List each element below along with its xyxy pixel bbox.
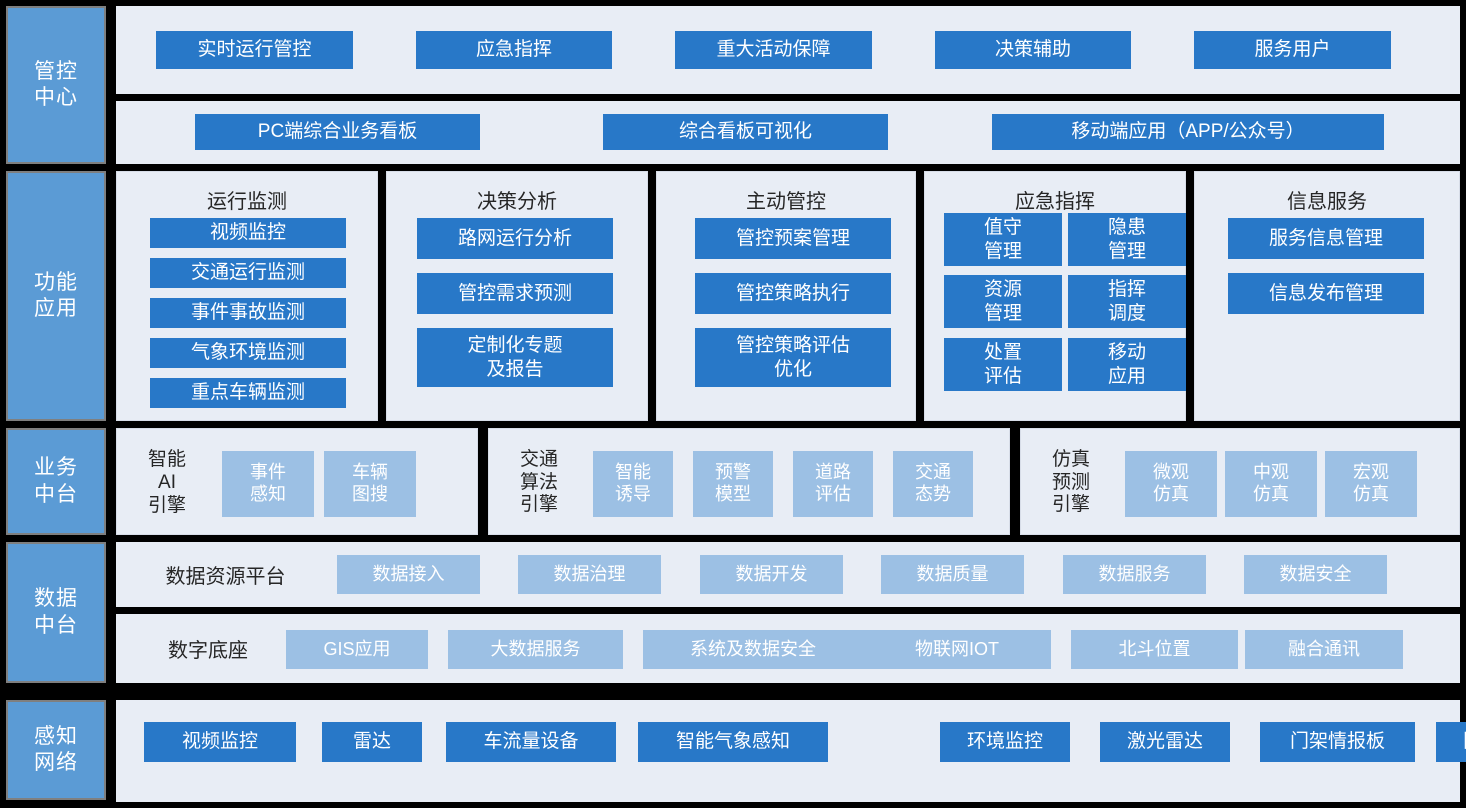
function-item[interactable]: 信息发布管理 <box>1228 273 1424 314</box>
control-center-item[interactable]: 实时运行管控 <box>156 31 353 69</box>
function-item[interactable]: 管控策略执行 <box>695 273 891 314</box>
data-item[interactable]: 大数据服务 <box>448 630 623 669</box>
data-item[interactable]: 数据安全 <box>1244 555 1387 594</box>
data-item[interactable]: 数据开发 <box>700 555 843 594</box>
data-row-name: 数据资源平台 <box>165 566 286 588</box>
function-item[interactable]: 资源 管理 <box>944 275 1062 328</box>
business-engine-item[interactable]: 事件 感知 <box>222 451 314 517</box>
function-item[interactable]: 气象环境监测 <box>150 338 346 368</box>
function-group-emergency-command: 应急指挥 值守 管理 隐患 管理 资源 管理 指挥 调度 处置 评估 移动 应用 <box>924 171 1186 421</box>
function-item[interactable]: 定制化专题 及报告 <box>417 328 613 387</box>
function-group-title: 主动管控 <box>746 191 826 213</box>
business-engine-simulation-prediction: 仿真 预测 引擎 微观 仿真 中观 仿真 宏观 仿真 <box>1020 428 1460 535</box>
data-item[interactable]: 北斗位置 <box>1071 630 1238 669</box>
data-item[interactable]: 数据接入 <box>337 555 480 594</box>
control-center-item[interactable]: 重大活动保障 <box>675 31 872 69</box>
control-center-item[interactable]: 服务用户 <box>1194 31 1391 69</box>
digital-base-panel: 数字底座 GIS应用 大数据服务 系统及数据安全 物联网IOT 北斗位置 融合通… <box>116 614 1460 683</box>
function-group-information-service: 信息服务 服务信息管理 信息发布管理 <box>1194 171 1460 421</box>
business-engine-item[interactable]: 道路 评估 <box>793 451 873 517</box>
data-item[interactable]: 数据服务 <box>1063 555 1206 594</box>
control-center-item[interactable]: 应急指挥 <box>416 31 612 69</box>
business-engine-item[interactable]: 智能 诱导 <box>593 451 673 517</box>
function-group-title: 信息服务 <box>1287 191 1367 213</box>
function-item[interactable]: 管控需求预测 <box>417 273 613 314</box>
perception-item[interactable]: 车流量设备 <box>446 722 616 762</box>
business-engine-ai: 智能 AI 引擎 事件 感知 车辆 图搜 <box>116 428 478 535</box>
business-engine-item[interactable]: 中观 仿真 <box>1225 451 1317 517</box>
data-row-name: 数字底座 <box>168 640 248 662</box>
perception-network-panel: 视频监控 雷达 车流量设备 智能气象感知 环境监控 激光雷达 门架情报板 限速标… <box>116 700 1466 802</box>
sidebar-item-function-application[interactable]: 功能 应用 <box>6 171 106 421</box>
control-center-item[interactable]: 决策辅助 <box>935 31 1131 69</box>
function-group-title: 运行监测 <box>207 191 287 213</box>
perception-item[interactable]: 智能气象感知 <box>638 722 828 762</box>
function-item[interactable]: 指挥 调度 <box>1068 275 1186 328</box>
business-engine-name: 仿真 预测 引擎 <box>1051 448 1090 516</box>
perception-item[interactable]: 雷达 <box>322 722 422 762</box>
data-resource-platform-panel: 数据资源平台 数据接入 数据治理 数据开发 数据质量 数据服务 数据安全 <box>116 542 1460 607</box>
function-item[interactable]: 移动 应用 <box>1068 338 1186 391</box>
function-item[interactable]: 管控预案管理 <box>695 218 891 259</box>
sidebar-item-control-center[interactable]: 管控 中心 <box>6 6 106 164</box>
function-item[interactable]: 交通运行监测 <box>150 258 346 288</box>
perception-item[interactable]: 门架情报板 <box>1260 722 1415 762</box>
control-center-top-panel: 实时运行管控 应急指挥 重大活动保障 决策辅助 服务用户 <box>116 6 1460 94</box>
function-item[interactable]: 路网运行分析 <box>417 218 613 259</box>
business-engine-item[interactable]: 宏观 仿真 <box>1325 451 1417 517</box>
function-group-active-control: 主动管控 管控预案管理 管控策略执行 管控策略评估 优化 <box>656 171 916 421</box>
data-item[interactable]: 数据治理 <box>518 555 661 594</box>
perception-item[interactable]: 限速标牌 <box>1436 722 1466 762</box>
function-item[interactable]: 值守 管理 <box>944 213 1062 266</box>
function-item[interactable]: 视频监控 <box>150 218 346 248</box>
function-group-title: 决策分析 <box>477 191 557 213</box>
function-group-decision-analysis: 决策分析 路网运行分析 管控需求预测 定制化专题 及报告 <box>386 171 648 421</box>
business-engine-item[interactable]: 交通 态势 <box>893 451 973 517</box>
perception-item[interactable]: 环境监控 <box>940 722 1070 762</box>
perception-item[interactable]: 视频监控 <box>144 722 296 762</box>
data-item[interactable]: 融合通讯 <box>1245 630 1403 669</box>
business-engine-name: 交通 算法 引擎 <box>519 448 558 516</box>
data-item[interactable]: GIS应用 <box>286 630 428 669</box>
function-item[interactable]: 管控策略评估 优化 <box>695 328 891 387</box>
business-engine-item[interactable]: 微观 仿真 <box>1125 451 1217 517</box>
control-center-bottom-panel: PC端综合业务看板 综合看板可视化 移动端应用（APP/公众号） <box>116 101 1460 164</box>
control-center-board-item[interactable]: 综合看板可视化 <box>603 114 888 150</box>
function-item[interactable]: 隐患 管理 <box>1068 213 1186 266</box>
business-engine-traffic-algorithm: 交通 算法 引擎 智能 诱导 预警 模型 道路 评估 交通 态势 <box>488 428 1010 535</box>
function-item[interactable]: 重点车辆监测 <box>150 378 346 408</box>
function-group-title: 应急指挥 <box>1015 191 1095 213</box>
control-center-board-item[interactable]: 移动端应用（APP/公众号） <box>992 114 1384 150</box>
control-center-board-item[interactable]: PC端综合业务看板 <box>195 114 480 150</box>
business-engine-item[interactable]: 车辆 图搜 <box>324 451 416 517</box>
function-group-operation-monitoring: 运行监测 视频监控 交通运行监测 事件事故监测 气象环境监测 重点车辆监测 <box>116 171 378 421</box>
data-item[interactable]: 物联网IOT <box>863 630 1051 669</box>
function-item[interactable]: 事件事故监测 <box>150 298 346 328</box>
business-engine-item[interactable]: 预警 模型 <box>693 451 773 517</box>
function-item[interactable]: 服务信息管理 <box>1228 218 1424 259</box>
sidebar-item-perception-network[interactable]: 感知 网络 <box>6 700 106 800</box>
business-engine-name: 智能 AI 引擎 <box>147 449 186 516</box>
sidebar-item-data-middle-platform[interactable]: 数据 中台 <box>6 542 106 683</box>
data-item[interactable]: 数据质量 <box>881 555 1024 594</box>
function-item[interactable]: 处置 评估 <box>944 338 1062 391</box>
perception-item[interactable]: 激光雷达 <box>1100 722 1230 762</box>
sidebar-item-business-middle-platform[interactable]: 业务 中台 <box>6 428 106 535</box>
data-item[interactable]: 系统及数据安全 <box>643 630 863 669</box>
